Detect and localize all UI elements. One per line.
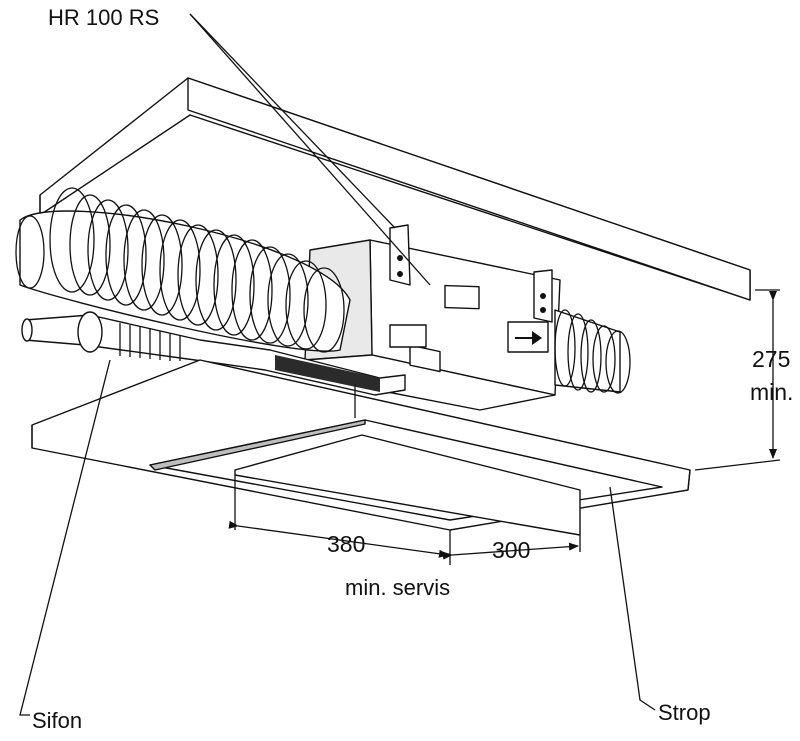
duct-left	[15, 187, 351, 353]
dimension-300: 300	[492, 537, 530, 563]
dimension-lines	[228, 289, 781, 565]
ceiling-label: Strop	[658, 700, 711, 725]
duct-right	[554, 309, 631, 394]
siphon-label: Sifon	[32, 708, 82, 733]
unit-label: HR 100 RS	[48, 5, 159, 30]
siphon-pipe	[21, 311, 406, 396]
leader-lines	[19, 13, 656, 716]
service-label: min. servis	[345, 575, 450, 600]
ceiling-panel	[31, 359, 691, 536]
height-value: 275	[752, 346, 790, 372]
height-min: min.	[750, 379, 793, 405]
dimension-380: 380	[327, 531, 365, 557]
